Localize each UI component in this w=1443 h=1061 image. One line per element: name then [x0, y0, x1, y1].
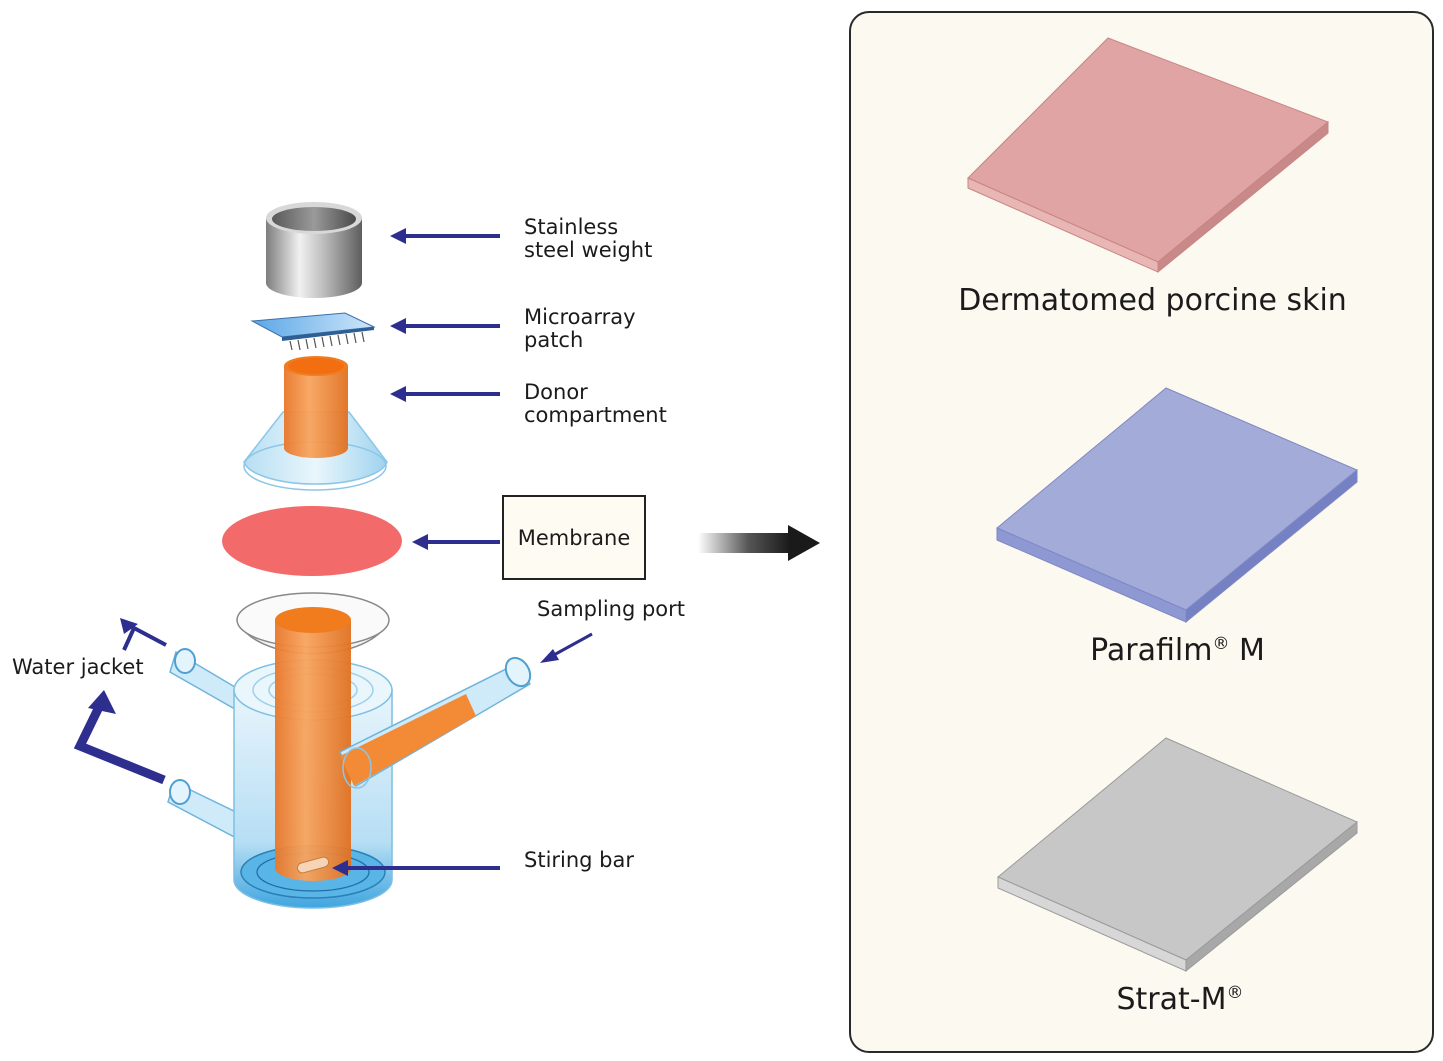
donor-label-line1: Donor: [524, 380, 588, 404]
porcine-skin-label: Dermatomed porcine skin: [900, 283, 1405, 318]
water-jacket-label: Water jacket: [12, 655, 144, 679]
strat-m-label: Strat-M®: [950, 982, 1410, 1017]
porcine-skin-name: Dermatomed porcine skin: [958, 283, 1347, 318]
parafilm-label: Parafilm® M: [950, 633, 1405, 668]
receptor-chamber: [167, 592, 532, 909]
microarray-patch: [250, 312, 376, 351]
membrane-disc: [222, 506, 402, 576]
porcine-skin-slab: [967, 37, 1329, 274]
steel-weight: [266, 202, 362, 298]
donor-label-line2: compartment: [524, 403, 667, 427]
parafilm-suffix: M: [1229, 633, 1265, 668]
sampling-port-label: Sampling port: [537, 597, 686, 621]
parafilm-registered-mark: ®: [1212, 634, 1230, 654]
stirring-bar-label: Stiring bar: [524, 848, 635, 872]
steel-weight-label-line1: Stainless: [524, 215, 619, 239]
donor-compartment: [243, 356, 388, 491]
strat-m-registered-mark: ®: [1226, 983, 1244, 1003]
strat-m-slab: [997, 737, 1358, 973]
patch-label-line1: Microarray: [524, 305, 636, 329]
parafilm-slab: [996, 387, 1358, 624]
strat-m-name: Strat-M: [1116, 982, 1227, 1017]
label-arrows: [332, 228, 593, 876]
membrane-label-box: Membrane: [502, 495, 646, 580]
steel-weight-label-line2: steel weight: [524, 238, 653, 262]
transition-arrow: [698, 525, 820, 561]
patch-label-line2: patch: [524, 328, 584, 352]
parafilm-name: Parafilm: [1090, 633, 1213, 668]
water-jacket-arrows: [73, 618, 167, 785]
